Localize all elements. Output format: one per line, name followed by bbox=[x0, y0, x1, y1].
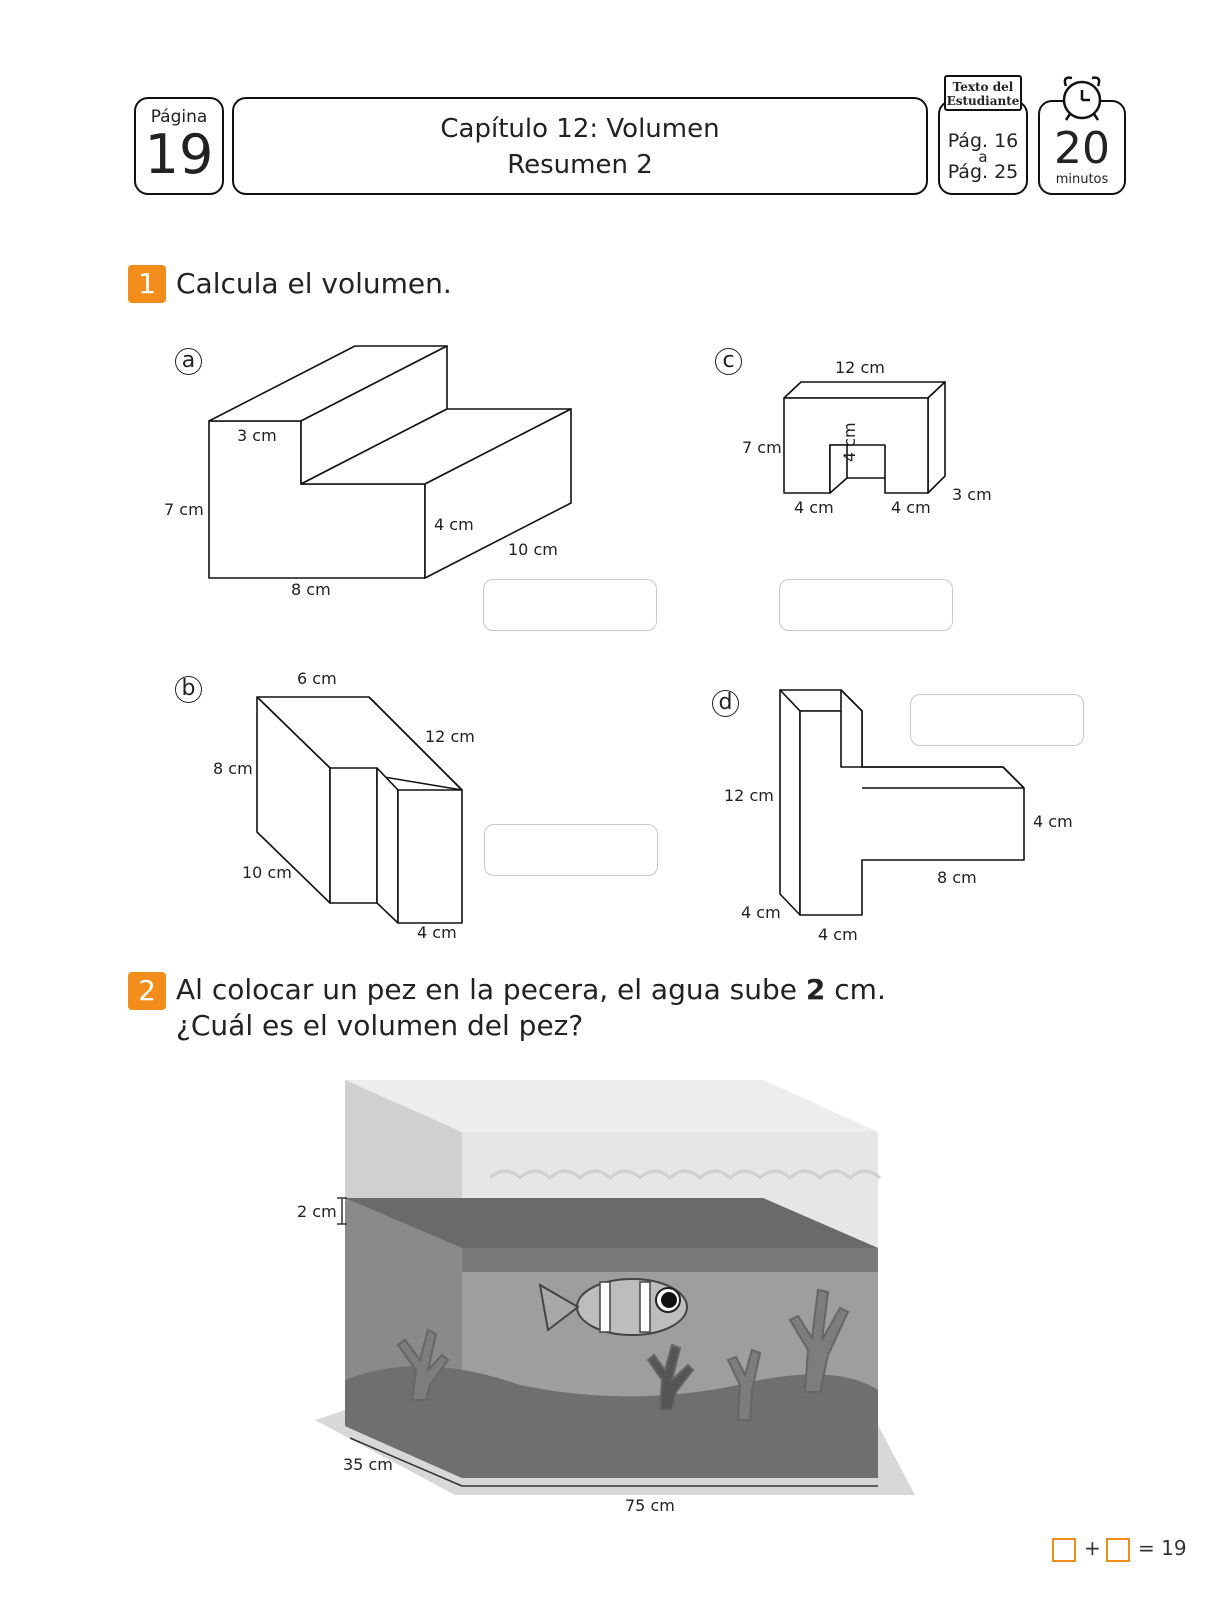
question-2-line-1: Al colocar un pez en la pecera, el agua … bbox=[176, 973, 886, 1007]
ref-from: Pág. 16 bbox=[947, 130, 1019, 152]
question-2-line-2: ¿Cuál es el volumen del pez? bbox=[176, 1009, 584, 1042]
score-plus: + bbox=[1084, 1536, 1101, 1560]
book-icon: Texto del Estudiante bbox=[944, 75, 1022, 111]
question-2-unit: cm. bbox=[825, 973, 886, 1006]
score-total: = 19 bbox=[1138, 1536, 1187, 1560]
score-box-2[interactable] bbox=[1106, 1538, 1130, 1562]
chapter-title: Capítulo 12: Volumen bbox=[440, 114, 720, 144]
figure-c-dim: 4 cm bbox=[891, 498, 931, 517]
ref-to: Pág. 25 bbox=[947, 161, 1019, 183]
figure-a-label: a bbox=[175, 348, 202, 375]
figure-a-dim: 3 cm bbox=[237, 426, 277, 445]
figure-b-dim: 12 cm bbox=[425, 727, 475, 746]
figure-a-dim: 10 cm bbox=[508, 540, 558, 559]
time-unit: minutos bbox=[1055, 172, 1109, 187]
figure-b-label: b bbox=[175, 676, 202, 703]
figure-a-dim: 4 cm bbox=[434, 515, 474, 534]
fish-icon bbox=[538, 1278, 688, 1336]
figure-d-dim: 4 cm bbox=[1033, 812, 1073, 831]
score-box-1[interactable] bbox=[1052, 1538, 1076, 1562]
question-2-text: Al colocar un pez en la pecera, el agua … bbox=[176, 973, 806, 1006]
page-label: Página bbox=[150, 107, 208, 127]
figure-d-drawing bbox=[779, 689, 1025, 916]
page-number-box: Página 19 bbox=[134, 97, 224, 195]
figure-d-answer-box[interactable] bbox=[910, 694, 1084, 746]
book-label-2: Estudiante bbox=[946, 94, 1020, 108]
figure-b-answer-box[interactable] bbox=[484, 824, 658, 876]
time-box: 20 minutos bbox=[1038, 100, 1126, 195]
figure-d-dim: 4 cm bbox=[818, 925, 858, 944]
figure-a-drawing bbox=[208, 345, 572, 579]
page-number: 19 bbox=[144, 123, 214, 186]
question-number-badge: 2 bbox=[128, 972, 166, 1010]
aquarium-depth-dim: 35 cm bbox=[343, 1455, 393, 1474]
figure-c-drawing bbox=[783, 381, 946, 494]
book-label-1: Texto del bbox=[952, 80, 1014, 94]
question-number-badge: 1 bbox=[128, 265, 166, 303]
chapter-subtitle: Resumen 2 bbox=[507, 150, 653, 180]
figure-d-dim: 12 cm bbox=[724, 786, 774, 805]
figure-b-dim: 8 cm bbox=[213, 759, 253, 778]
figure-c-dim: 4 cm bbox=[794, 498, 834, 517]
figure-d-label: d bbox=[712, 690, 739, 717]
time-value: 20 bbox=[1054, 123, 1110, 174]
question-2-number: 2 bbox=[805, 973, 826, 1006]
figure-c-label: c bbox=[715, 348, 742, 375]
ref-connector: a bbox=[978, 148, 988, 166]
textbook-reference-box: Pág. 16 a Pág. 25 bbox=[938, 100, 1028, 195]
aquarium-rise-dim: 2 cm bbox=[297, 1202, 337, 1221]
figure-b-drawing bbox=[256, 696, 463, 924]
figure-a-dim: 8 cm bbox=[291, 580, 331, 599]
figure-b-dim: 10 cm bbox=[242, 863, 292, 882]
aquarium-width-dim: 75 cm bbox=[625, 1496, 675, 1515]
figure-d-dim: 4 cm bbox=[741, 903, 781, 922]
figure-c-dim: 12 cm bbox=[835, 358, 885, 377]
figure-c-answer-box[interactable] bbox=[779, 579, 953, 631]
figure-c-dim: 7 cm bbox=[742, 438, 782, 457]
figure-a-dim: 7 cm bbox=[164, 500, 204, 519]
figure-b-dim: 6 cm bbox=[297, 669, 337, 688]
question-1-text: Calcula el volumen. bbox=[176, 267, 452, 300]
figure-b-dim: 4 cm bbox=[417, 923, 457, 942]
chapter-title-box: Capítulo 12: Volumen Resumen 2 bbox=[232, 97, 928, 195]
figure-a-answer-box[interactable] bbox=[483, 579, 657, 631]
figure-d-dim: 8 cm bbox=[937, 868, 977, 887]
figure-c-dim: 3 cm bbox=[952, 485, 992, 504]
